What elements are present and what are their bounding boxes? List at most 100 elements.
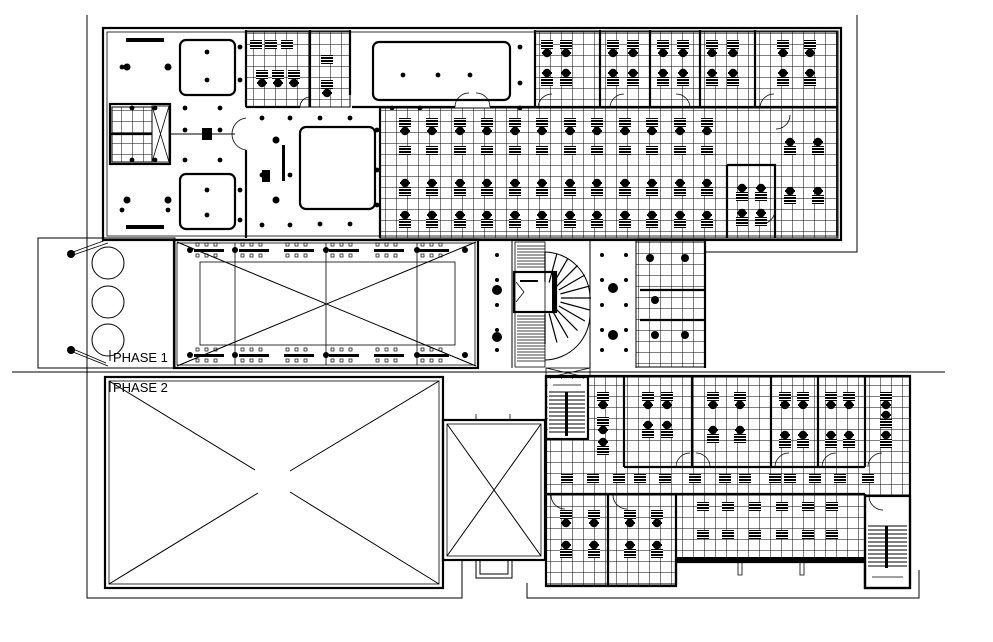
light-dot-icon	[400, 72, 406, 78]
light-dot-icon	[600, 278, 604, 282]
light-dot-icon	[517, 44, 523, 50]
desk-icon	[719, 474, 731, 483]
light-dot-icon	[651, 331, 659, 339]
light-dot-icon	[287, 222, 293, 228]
desk-icon	[509, 146, 521, 155]
light-dot-icon	[492, 285, 502, 295]
straight-stair	[544, 375, 590, 441]
light-dot-icon	[323, 247, 329, 253]
light-dot-icon	[462, 352, 468, 358]
desk-icon	[749, 502, 761, 511]
column-annex	[37, 237, 176, 369]
light-dot-icon	[414, 352, 420, 358]
desk-icon	[634, 474, 646, 483]
light-dot-icon	[217, 157, 223, 163]
round-column	[91, 246, 125, 280]
light-dot-icon	[374, 202, 380, 208]
light-dot-icon	[287, 115, 293, 121]
stair-core	[477, 238, 707, 379]
desk-icon	[769, 474, 781, 483]
desk-icon	[784, 474, 796, 483]
desk-icon	[697, 530, 709, 539]
light-dot-icon	[129, 105, 135, 111]
light-dot-icon	[374, 167, 380, 173]
desk-icon	[561, 474, 573, 483]
light-dot-icon	[182, 105, 188, 111]
light-dot-icon	[624, 328, 628, 332]
light-dot-icon	[681, 254, 689, 262]
light-dot-icon	[119, 64, 125, 70]
light-dot-icon	[237, 44, 243, 50]
desk-icon	[426, 146, 438, 155]
light-dot-icon	[414, 247, 420, 253]
stair-treads	[868, 525, 907, 578]
desk-icon	[564, 146, 576, 155]
light-dot-icon	[232, 247, 238, 253]
desk-icon	[809, 474, 821, 483]
light-dot-icon	[123, 63, 131, 71]
light-dot-icon	[187, 352, 193, 358]
lift	[512, 270, 558, 314]
desk-icon	[776, 530, 788, 539]
phase-1-label: PHASE 1	[113, 350, 168, 365]
hall-fixture-rows	[187, 242, 468, 363]
light-dot-icon	[435, 72, 441, 78]
desk-icon	[862, 474, 874, 483]
light-dot-icon	[624, 348, 628, 352]
light-dot-icon	[129, 157, 135, 163]
light-dot-icon	[495, 253, 499, 257]
light-dot-icon	[237, 77, 243, 83]
light-dot-icon	[462, 247, 468, 253]
light-dot-icon	[272, 196, 280, 204]
light-dot-icon	[152, 105, 158, 111]
stair-treads	[549, 384, 585, 436]
ceiling-light-dots	[119, 44, 523, 228]
desk-icon	[536, 146, 548, 155]
desk-icon	[613, 474, 625, 483]
light-dot-icon	[600, 348, 604, 352]
desk-icon	[454, 146, 466, 155]
light-dot-icon	[187, 247, 193, 253]
light-dot-icon	[600, 328, 604, 332]
desk-icon	[481, 146, 493, 155]
open-office-grid	[379, 107, 839, 239]
light-dot-icon	[237, 187, 243, 193]
light-dot-icon	[389, 105, 395, 111]
light-dot-icon	[624, 253, 628, 257]
light-dot-icon	[232, 352, 238, 358]
light-dot-icon	[204, 187, 210, 193]
light-dot-icon	[317, 221, 323, 227]
phase2-small-void	[441, 414, 547, 579]
desk-icon	[802, 502, 814, 511]
light-dot-icon	[217, 127, 223, 133]
desk-icon	[281, 40, 293, 49]
light-dot-icon	[182, 127, 188, 133]
light-dot-icon	[204, 212, 210, 218]
round-column	[91, 323, 125, 357]
desk-icon	[826, 530, 838, 539]
light-dot-icon	[259, 115, 265, 121]
rounded-room	[178, 172, 237, 231]
desk-icon	[591, 146, 603, 155]
light-dot-icon	[467, 72, 473, 78]
light-dot-icon	[600, 253, 604, 257]
light-dot-icon	[608, 330, 618, 340]
phase-2-label: PHASE 2	[113, 380, 168, 395]
light-dot-icon	[495, 328, 499, 332]
desk-icon	[689, 474, 701, 483]
round-column	[91, 285, 125, 319]
light-dot-icon	[624, 278, 628, 282]
light-dot-icon	[374, 127, 380, 133]
desk-icon	[321, 55, 333, 64]
light-dot-icon	[495, 278, 499, 282]
phase2-large-void	[103, 375, 445, 590]
desk-icon	[619, 146, 631, 155]
light-dot-icon	[347, 115, 353, 121]
light-dot-icon	[646, 254, 654, 262]
desk-icon	[802, 530, 814, 539]
light-dot-icon	[287, 172, 293, 178]
light-dot-icon	[204, 49, 210, 55]
light-dot-icon	[272, 136, 280, 144]
light-dot-icon	[259, 172, 265, 178]
light-dot-icon	[624, 303, 628, 307]
